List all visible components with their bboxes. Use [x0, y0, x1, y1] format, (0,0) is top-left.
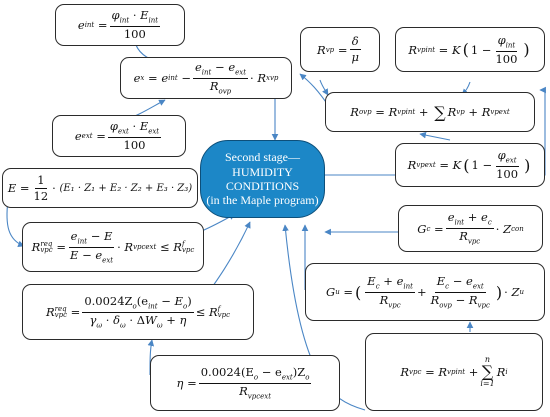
- center-line-1: Second stage—: [225, 150, 300, 165]
- arrow-Rvpext-to-Rovp: [419, 131, 451, 141]
- box-E: E = 1 12 · (E₁ · Z₁ + E₂ · Z₂ + E₃ · Z₃): [2, 168, 198, 208]
- center-line-3: (in the Maple program): [206, 193, 319, 208]
- box-eta: η = 0.0024(Eo − eext)Zo Rvpcext: [150, 355, 340, 411]
- center-line-2: HUMIDITY CONDITIONS: [225, 164, 300, 193]
- center-node-humidity-conditions: Second stage— HUMIDITY CONDITIONS (in th…: [200, 140, 325, 218]
- arrow-Rvp-to-Rovp: [319, 79, 329, 96]
